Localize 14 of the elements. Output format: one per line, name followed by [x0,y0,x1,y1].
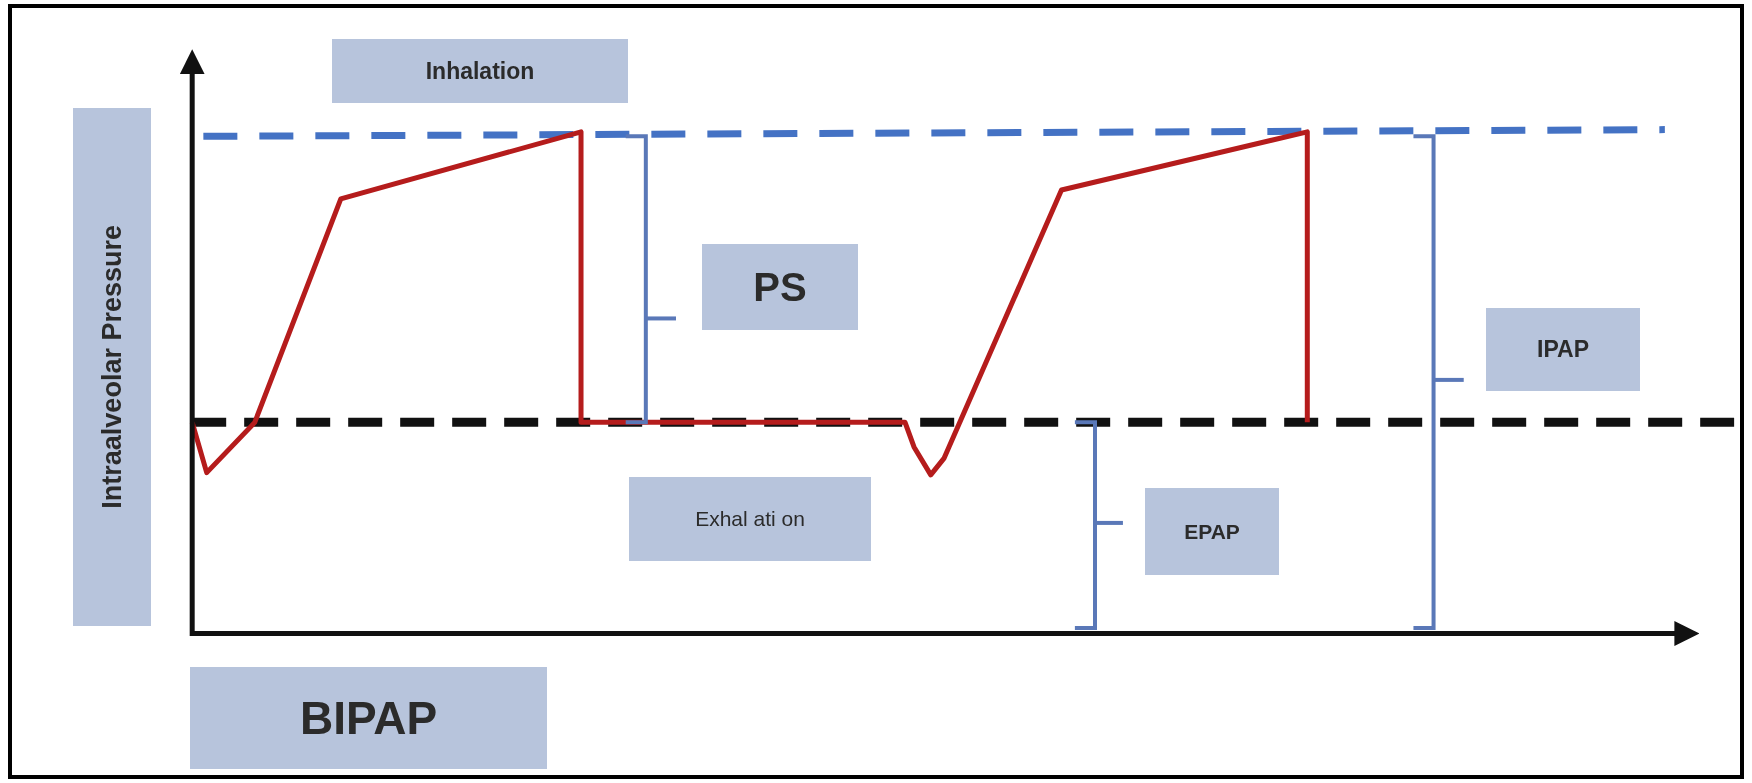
parameter-label: IPAP [1537,336,1589,363]
label-box [190,667,547,769]
label-box [332,39,628,103]
label-box [1486,308,1640,391]
label-box [73,108,151,626]
label-box [629,477,871,561]
parameter-label: PS [753,264,807,310]
phase-label: Inhalation [425,57,535,85]
mode-title: BIPAP [299,691,438,745]
phase-label: Exhal ati on [695,507,805,531]
label-box [702,244,858,330]
parameter-label: EPAP [1184,519,1240,544]
label-box [1145,488,1279,575]
axis-title: Intraalveolar Pressure [96,225,128,509]
